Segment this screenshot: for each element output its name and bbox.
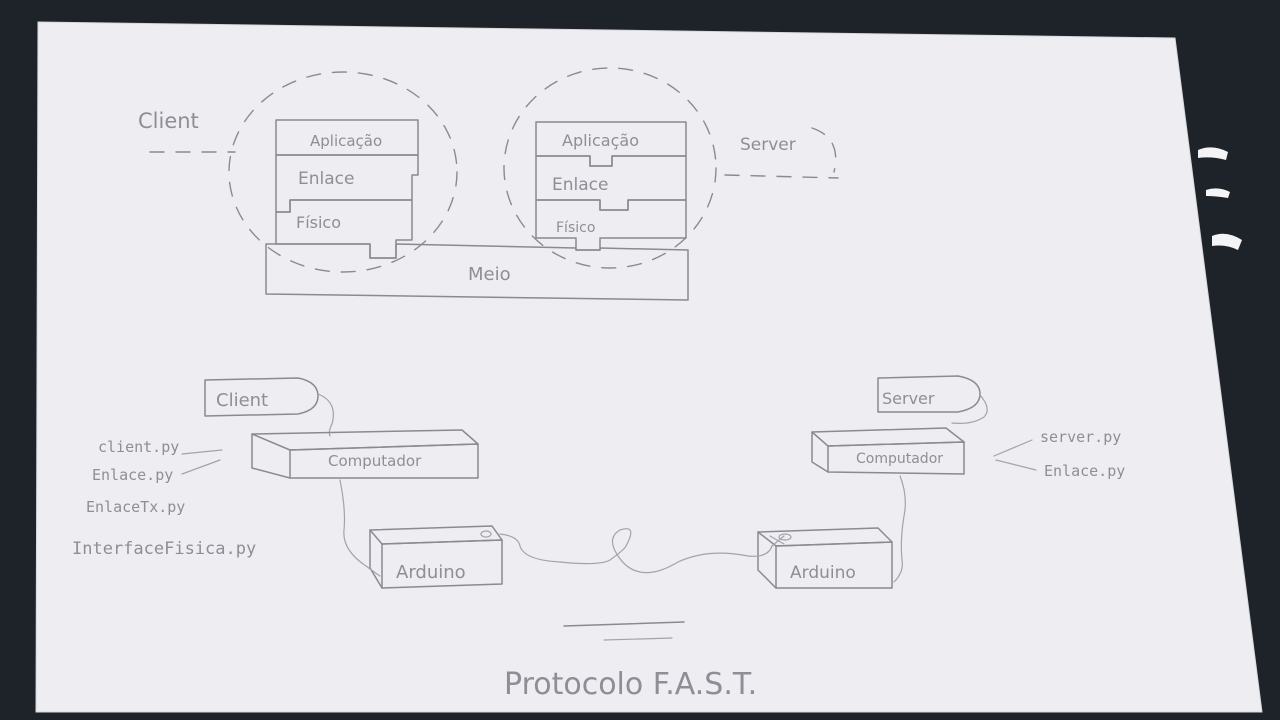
client-layer-link: Enlace xyxy=(298,169,354,189)
server-layer-link: Enlace xyxy=(552,175,608,195)
binder-tabs xyxy=(1198,147,1242,250)
medium-bar xyxy=(265,243,689,301)
client-tag-box xyxy=(204,377,319,417)
server-arduino-label: Arduino xyxy=(790,563,856,583)
server-callout-line xyxy=(724,174,839,179)
client-computer-box xyxy=(251,429,479,479)
client-stack-circle xyxy=(228,71,458,273)
hardware-diagram: Client Server Computador Computador Ardu… xyxy=(72,375,1125,589)
server-computer-label: Computador xyxy=(856,451,943,467)
server-tag-label: Server xyxy=(882,389,935,408)
server-file-item: Enlace.py xyxy=(1044,462,1125,480)
server-computer-box xyxy=(811,427,965,475)
server-layer-stack xyxy=(535,121,687,251)
server-arduino-box xyxy=(757,527,893,589)
client-file-list: client.py Enlace.py EnlaceTx.py Interfac… xyxy=(72,438,256,559)
footer: Protocolo F.A.S.T. xyxy=(504,621,757,702)
medium-label: Meio xyxy=(468,264,511,285)
client-layer-application: Aplicação xyxy=(310,132,382,150)
client-arduino-box xyxy=(369,525,503,589)
server-file-list: server.py Enlace.py xyxy=(993,428,1125,480)
server-stack-circle xyxy=(503,67,717,269)
client-label: Client xyxy=(138,109,199,133)
server-layer-physical: Físico xyxy=(556,220,595,236)
client-file-item: InterfaceFisica.py xyxy=(72,539,256,559)
client-usb-cable xyxy=(339,479,381,577)
layer-diagram: Client Server Aplicação Enlace Físico Ap… xyxy=(138,67,839,301)
client-file-item: EnlaceTx.py xyxy=(86,498,185,516)
footer-title: Protocolo F.A.S.T. xyxy=(504,667,757,702)
server-label: Server xyxy=(740,135,796,155)
client-computer-label: Computador xyxy=(328,452,422,470)
server-usb-cable xyxy=(893,475,906,583)
server-callout-arc xyxy=(811,127,837,173)
client-file-item: Enlace.py xyxy=(92,466,173,484)
client-layer-physical: Físico xyxy=(296,213,341,232)
paper-sheet xyxy=(35,21,1263,713)
serial-wire xyxy=(499,528,773,574)
server-tag-box xyxy=(877,375,981,413)
client-arduino-label: Arduino xyxy=(396,562,466,583)
server-file-item: server.py xyxy=(1040,428,1121,446)
client-file-item: client.py xyxy=(98,438,179,456)
server-layer-application: Aplicação xyxy=(562,131,639,150)
client-tag-label: Client xyxy=(216,390,268,411)
